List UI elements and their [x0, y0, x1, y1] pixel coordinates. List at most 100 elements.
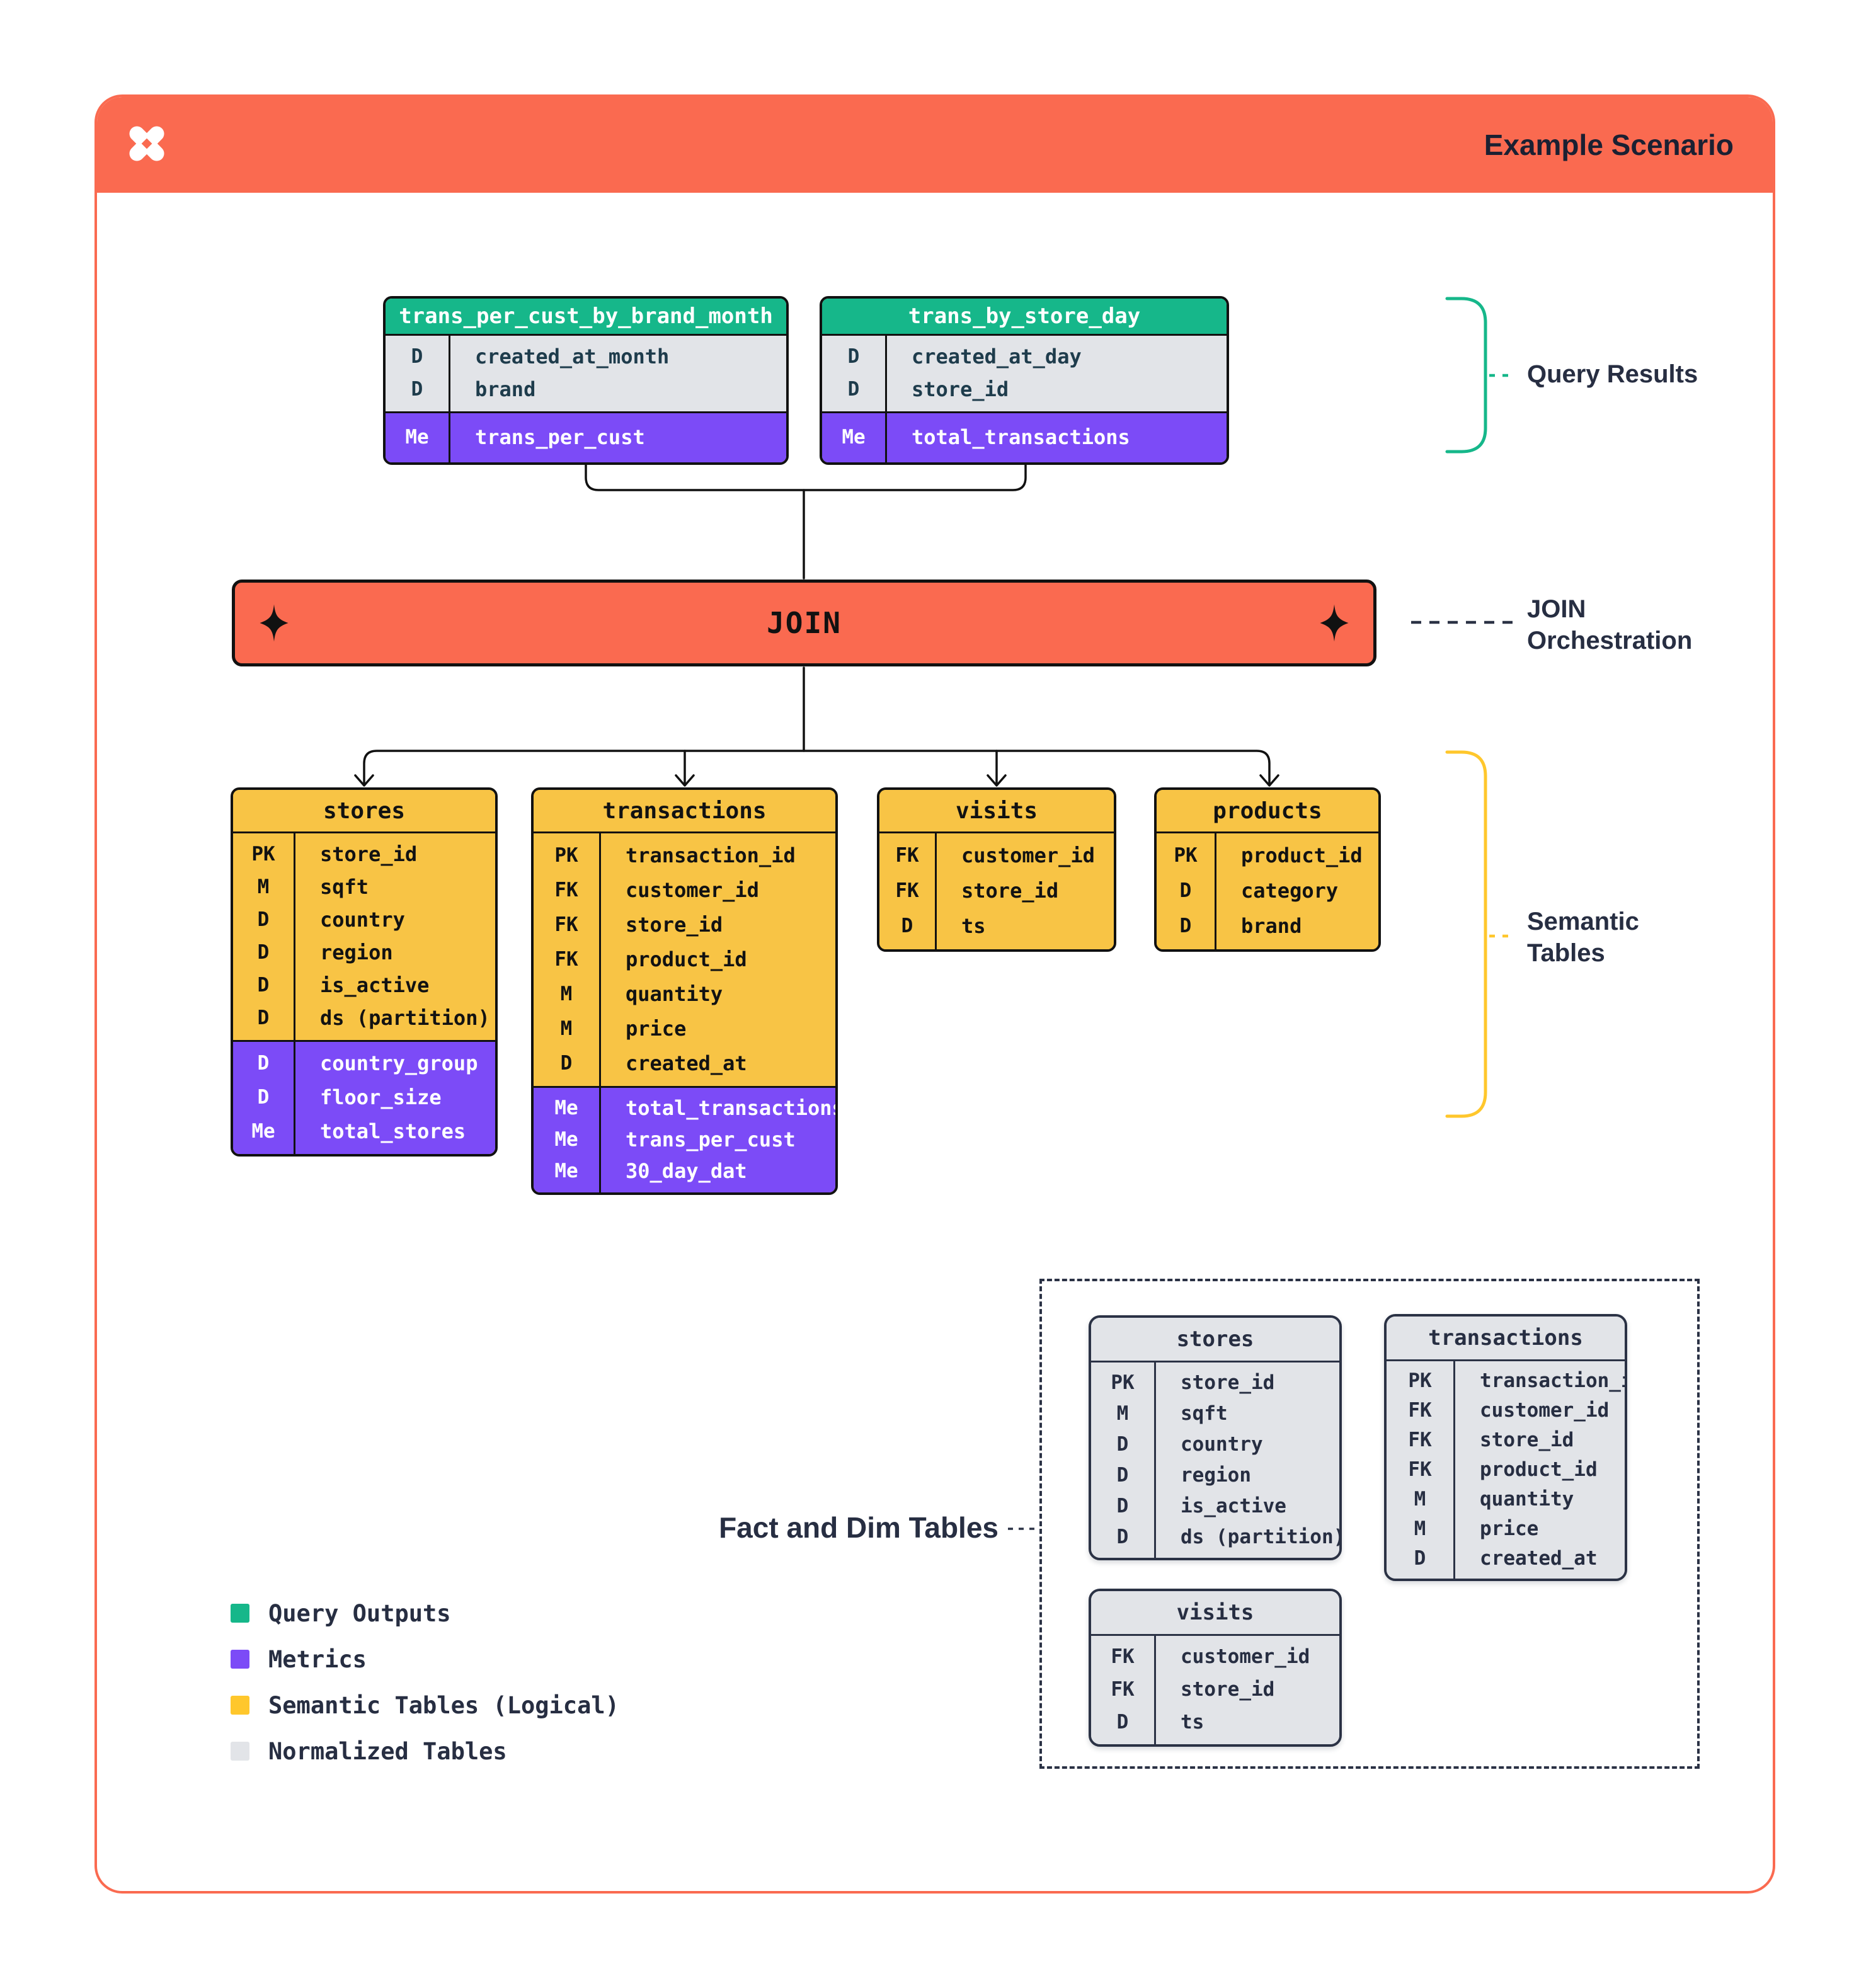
row-field-name: transaction_id — [626, 843, 796, 867]
legend-item-metrics: Metrics — [231, 1646, 619, 1673]
row-key-label: FK — [554, 913, 578, 936]
table-title: stores — [1091, 1318, 1339, 1361]
row-key-label: Me — [554, 1160, 578, 1182]
table-title: trans_by_store_day — [822, 299, 1227, 334]
row-field-name: region — [1181, 1463, 1251, 1487]
row-field-name: 30_day_dat — [626, 1159, 747, 1183]
row-field-name: store_id — [320, 842, 418, 866]
join-label: JOIN — [767, 606, 842, 640]
row-key-label: FK — [554, 878, 578, 901]
row-key-label: FK — [895, 844, 919, 867]
row-field-name: sqft — [1181, 1402, 1228, 1425]
purple-swatch-icon — [231, 1650, 249, 1669]
row-key-label: FK — [1408, 1458, 1432, 1481]
row-field-name: created_at_day — [912, 345, 1082, 368]
row-field-name: quantity — [1480, 1487, 1574, 1511]
row-field-name: country — [1181, 1432, 1263, 1456]
row-key-label: D — [901, 915, 913, 937]
row-key-label: Me — [842, 426, 866, 448]
gray-swatch-icon — [231, 1742, 249, 1761]
row-field-name: product_id — [626, 947, 747, 971]
table-title: trans_per_cust_by_brand_month — [386, 299, 786, 334]
page-title: Example Scenario — [1484, 129, 1734, 161]
table-row: PK transaction_id — [534, 838, 835, 872]
join-orchestration-bar: JOIN — [232, 580, 1376, 666]
row-key-label: Me — [405, 426, 429, 448]
row-field-name: created_at — [1480, 1546, 1598, 1570]
row-field-name: created_at — [626, 1051, 747, 1075]
row-key-label: Me — [554, 1097, 578, 1119]
semantic-tables-label-line1: Semantic — [1527, 908, 1639, 935]
legend-item-query-outputs: Query Outputs — [231, 1599, 619, 1627]
fields-section: PKtransaction_idFKcustomer_idFKstore_idF… — [1387, 1359, 1625, 1579]
row-field-name: total_stores — [320, 1119, 466, 1143]
row-field-name: store_id — [1480, 1428, 1574, 1451]
row-field-name: store_id — [1181, 1678, 1275, 1701]
row-key-label: D — [1116, 1432, 1129, 1456]
legend-label: Semantic Tables (Logical) — [268, 1691, 619, 1719]
row-field-name: floor_size — [320, 1085, 442, 1109]
sparkle-diamond-icon — [1318, 603, 1351, 643]
row-key-label: M — [1116, 1402, 1129, 1425]
legend-item-normalized-tables: Normalized Tables — [231, 1738, 619, 1765]
row-field-name: country_group — [320, 1051, 478, 1075]
table-row: FK product_id — [1387, 1454, 1625, 1484]
semantic-tables-label: Semantic Tables — [1527, 906, 1639, 969]
row-field-name: total_transactions — [912, 425, 1130, 449]
table-title: transactions — [1387, 1317, 1625, 1359]
query-results-label: Query Results — [1527, 360, 1698, 388]
row-key-label: FK — [554, 947, 578, 971]
row-field-name: region — [320, 940, 393, 964]
green-swatch-icon — [231, 1604, 249, 1623]
row-key-label: D — [257, 974, 270, 997]
row-field-name: is_active — [320, 973, 430, 997]
row-field-name: ds (partition) — [320, 1006, 490, 1030]
row-key-label: FK — [1408, 1398, 1432, 1422]
row-key-label: D — [560, 1051, 573, 1075]
legend-label: Query Outputs — [268, 1599, 451, 1627]
row-key-label: M — [560, 982, 573, 1005]
row-key-label: D — [1116, 1711, 1129, 1734]
row-field-name: price — [626, 1016, 687, 1041]
row-key-label: PK — [554, 843, 578, 867]
legend: Query Outputs Metrics Semantic Tables (L… — [231, 1599, 619, 1765]
row-key-label: D — [257, 908, 270, 931]
row-field-name: product_id — [1480, 1458, 1598, 1481]
row-field-name: created_at_month — [475, 345, 670, 368]
row-field-name: ts — [961, 914, 986, 938]
yellow-swatch-icon — [231, 1696, 249, 1715]
